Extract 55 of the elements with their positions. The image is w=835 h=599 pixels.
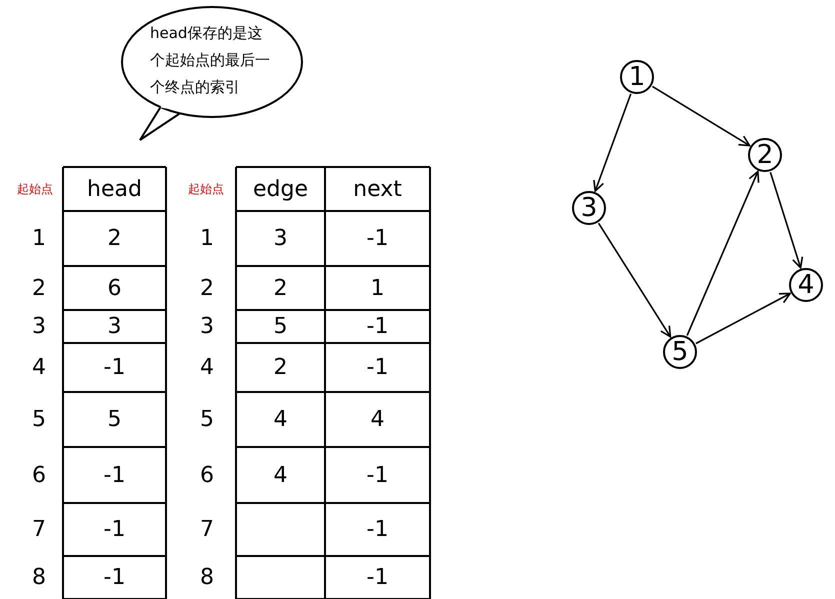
edge-value: 4: [274, 407, 288, 432]
arrow: [593, 94, 632, 192]
row-number: 2: [32, 276, 46, 300]
edge-value: 2: [274, 276, 288, 300]
next-value: -1: [366, 517, 388, 542]
row-number: 3: [32, 314, 46, 339]
vertex-circle: 1: [620, 60, 654, 94]
vertex-circle: 2: [748, 138, 782, 172]
edge-value: 2: [274, 355, 288, 380]
row-number: 7: [32, 517, 46, 542]
arrow: [686, 170, 760, 336]
head-value: 2: [108, 226, 122, 251]
column-header: head: [87, 176, 142, 202]
row-number: 1: [200, 226, 214, 251]
row-number: 6: [32, 462, 46, 488]
arrow: [652, 86, 750, 146]
arrow: [770, 172, 804, 269]
column-header: edge: [253, 176, 308, 202]
next-value: 1: [370, 276, 384, 300]
source-vertex-label: 起始点: [17, 180, 53, 198]
row-number: 8: [32, 565, 46, 590]
head-value: -1: [104, 517, 126, 542]
arrow: [696, 292, 791, 344]
head-value: -1: [104, 462, 126, 488]
row-number: 8: [200, 565, 214, 590]
next-value: 4: [370, 407, 384, 432]
next-value: -1: [366, 355, 388, 380]
row-number: 4: [32, 355, 46, 380]
head-value: 6: [108, 276, 122, 300]
next-value: -1: [366, 314, 388, 339]
head-value: 3: [108, 314, 122, 339]
row-number: 1: [32, 226, 46, 251]
next-value: -1: [366, 565, 388, 590]
edge-value: 3: [274, 226, 288, 251]
vertex-circle: 4: [789, 268, 823, 302]
row-number: 3: [200, 314, 214, 339]
vertex-circle: 3: [572, 191, 606, 225]
row-number: 7: [200, 517, 214, 542]
row-number: 6: [200, 462, 214, 488]
source-vertex-label: 起始点: [188, 180, 224, 198]
row-number: 2: [200, 276, 214, 300]
vertex-circle: 5: [663, 335, 697, 369]
column-header: next: [353, 176, 402, 202]
arrow: [598, 222, 672, 338]
row-number: 4: [200, 355, 214, 380]
row-number: 5: [32, 407, 46, 432]
row-number: 5: [200, 407, 214, 432]
head-value: -1: [104, 355, 126, 380]
note-text: head保存的是这个起始点的最后一个终点的索引: [150, 23, 271, 98]
next-value: -1: [366, 462, 388, 488]
head-value: -1: [104, 565, 126, 590]
edge-value: 4: [274, 462, 288, 488]
edge-value: 5: [274, 314, 288, 339]
next-value: -1: [366, 226, 388, 251]
head-value: 5: [108, 407, 122, 432]
